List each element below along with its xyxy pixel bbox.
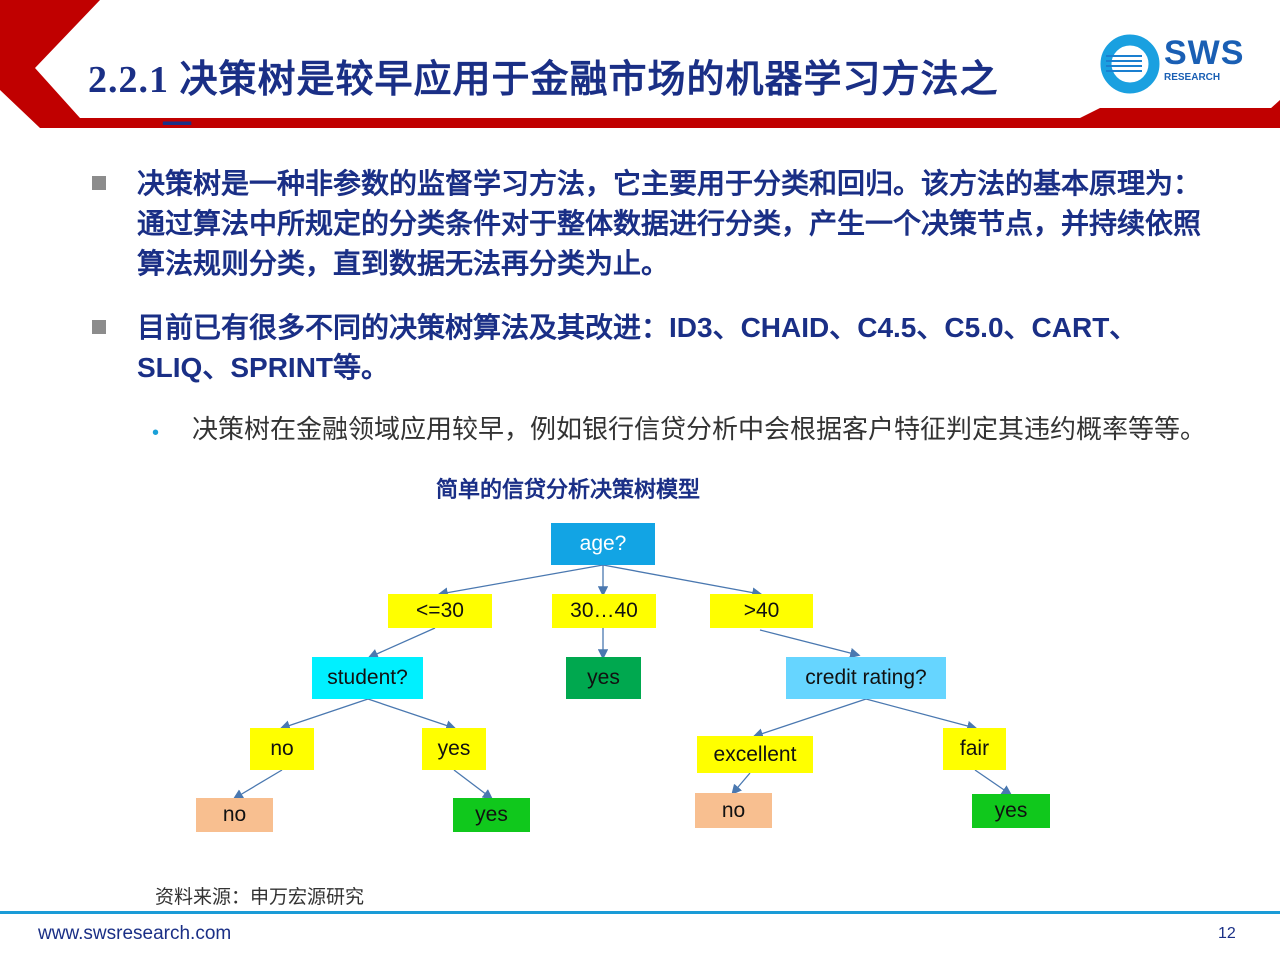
leaf-yes: yes: [453, 798, 530, 832]
sws-logo: SWS RESEARCH: [1098, 34, 1258, 94]
leaf-yes: yes: [972, 794, 1050, 828]
node-student-yes: yes: [422, 728, 486, 770]
bullet-square-icon: [92, 320, 106, 334]
sub-bullet-text: 决策树在金融领域应用较早，例如银行信贷分析中会根据客户特征判定其违约概率等等。: [192, 414, 1207, 444]
source-note: 资料来源：申万宏源研究: [155, 887, 365, 908]
leaf-no: no: [695, 793, 772, 828]
diagram-title: 简单的信贷分析决策树模型: [436, 477, 701, 502]
node-age: age?: [551, 523, 655, 565]
node-mid-yes: yes: [566, 657, 641, 699]
page-title: 2.2.1 决策树是较早应用于金融市场的机器学习方法之: [88, 59, 999, 101]
node-student: student?: [312, 657, 423, 699]
node-age-gt40: >40: [710, 594, 813, 628]
node-credit-rating: credit rating?: [786, 657, 946, 699]
node-excellent: excellent: [697, 736, 813, 773]
node-student-no: no: [250, 728, 314, 770]
node-fair: fair: [943, 728, 1006, 770]
bullet-text: 目前已有很多不同的决策树算法及其改进：ID3、CHAID、C4.5、C5.0、C…: [137, 312, 1138, 383]
node-age-30-40: 30…40: [552, 594, 656, 628]
sub-bullet-dot-icon: •: [152, 422, 160, 444]
node-age-le30: <=30: [388, 594, 492, 628]
leaf-no: no: [196, 798, 273, 832]
page-title-continued: 一: [162, 109, 192, 142]
page-number: 12: [1218, 925, 1236, 942]
header-banner: [0, 0, 1280, 128]
logo-ring-icon: [1100, 34, 1160, 94]
logo-text: SWS: [1164, 34, 1245, 72]
footer-url[interactable]: www.swsresearch.com: [38, 923, 232, 944]
bullet-square-icon: [92, 176, 106, 190]
bullet-text: 决策树是一种非参数的监督学习方法，它主要用于分类和回归。该方法的基本原理为：通过…: [137, 168, 1202, 279]
footer-divider: [0, 911, 1280, 914]
logo-subtext: RESEARCH: [1164, 72, 1221, 83]
